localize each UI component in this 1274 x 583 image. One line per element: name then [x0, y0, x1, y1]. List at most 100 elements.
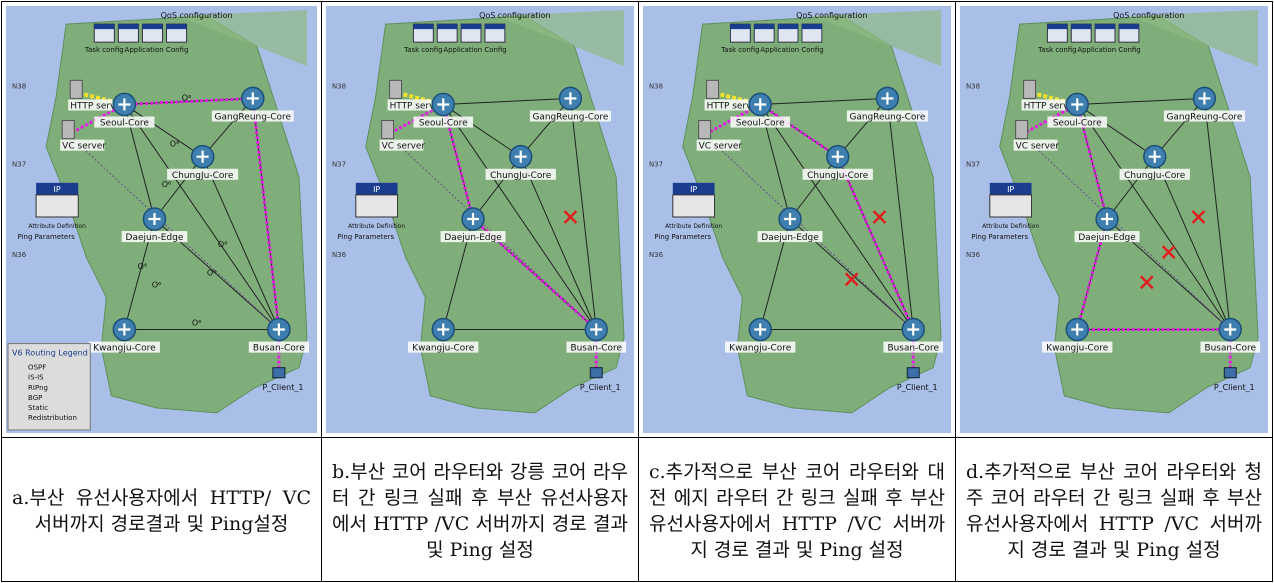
daejun-edge-router: Daejun-Edge	[121, 207, 188, 243]
link-10	[759, 104, 914, 330]
gangreung-core-router-label: GangReung-Core	[532, 112, 608, 122]
gangreung-core-router: GangReung-Core	[529, 86, 611, 123]
ip-header	[36, 182, 79, 195]
http-server-label: HTTP server	[1024, 101, 1078, 111]
app-config-label: Application Config	[443, 46, 506, 54]
legend-item-4: Static	[28, 403, 48, 412]
lat-n36: N36	[332, 251, 346, 259]
kwangju-core-router-label: Kwangju-Core	[1046, 344, 1108, 354]
link-4	[886, 98, 914, 330]
caption-d: d.추가적으로 부산 코어 라우터와 청주 코어 라우터 간 링크 실패 후 부…	[966, 460, 1262, 561]
ospf-marker-4: O⁶	[207, 268, 217, 277]
vc-server-label: VC server	[62, 142, 106, 152]
vc-server: VC server	[696, 120, 743, 152]
chungju-core-router: ChungJu-Core	[167, 144, 239, 181]
gangreung-core-router: GangReung-Core	[211, 86, 294, 123]
ospf-marker-7: O⁶	[152, 280, 162, 289]
legend-item-0: OSPF	[28, 363, 46, 372]
north-land	[176, 10, 307, 67]
attribute-icon	[35, 194, 79, 218]
ip-header	[989, 182, 1032, 195]
seoul-core-router-label: Seoul-Core	[736, 119, 785, 129]
attribute-label: Attribute Definition	[665, 223, 722, 230]
http-server: HTTP server	[704, 79, 761, 111]
http-server: HTTP server	[68, 79, 125, 111]
ospf-marker-3: O⁶	[218, 240, 228, 249]
link-failure-mark-0	[1191, 210, 1206, 224]
p-client: P_Client_1	[1214, 367, 1255, 392]
busan-core-router: Busan-Core	[1200, 317, 1261, 354]
link-6	[520, 156, 597, 330]
daejun-edge-router: Daejun-Edge	[757, 207, 823, 243]
caption-a: a.부산 유선사용자에서 HTTP/ VC 서버까지 경로결과 및 Ping설정	[12, 486, 311, 535]
attribute-icon	[672, 194, 716, 218]
daejun-edge-router-label: Daejun-Edge	[761, 233, 819, 243]
http-server-label: HTTP server	[707, 101, 761, 111]
gangreung-core-router-label: GangReung-Core	[1166, 112, 1242, 122]
task-config-label: Task config	[403, 46, 442, 54]
client-label: P_Client_1	[262, 383, 303, 392]
vc-server-label: VC server	[699, 142, 743, 152]
lat-n36: N36	[966, 251, 980, 259]
caption-c: c.추가적으로 부산 코어 라우터와 대전 에지 라우터 간 링크 실패 후 부…	[649, 460, 945, 561]
vc-server-icon	[61, 120, 75, 140]
http-server-label: HTTP server	[390, 101, 444, 111]
link-6	[202, 156, 280, 330]
north-land	[811, 10, 942, 67]
chungju-core-router: ChungJu-Core	[1119, 144, 1190, 181]
caption-d-cell-2: d.추가적으로 부산 코어 라우터와 청주 코어 라우터 간 링크 실패 후 부…	[955, 437, 1273, 582]
link-5	[154, 156, 204, 220]
gangreung-core-router: GangReung-Core	[1163, 86, 1245, 123]
link-1	[442, 104, 522, 158]
ip-header	[672, 182, 715, 195]
lat-n36: N36	[12, 250, 27, 259]
north-land	[494, 10, 625, 67]
ip-label: IP	[1007, 185, 1014, 194]
lat-n38: N38	[649, 82, 663, 90]
link-10	[442, 104, 597, 330]
attribute-icon	[355, 194, 399, 218]
p-client: P_Client_1	[897, 367, 938, 392]
ping-parameters-label: Ping Parameters	[337, 233, 394, 241]
ping-parameters-label: Ping Parameters	[971, 233, 1028, 241]
link-1	[124, 104, 203, 158]
link-5	[789, 156, 839, 220]
legend-title: V6 Routing Legend	[12, 349, 88, 358]
gangreung-core-router: GangReung-Core	[846, 86, 928, 123]
legend-item-1: IS-IS	[28, 373, 44, 382]
http-server-icon	[1023, 79, 1037, 99]
legend-box	[7, 343, 91, 431]
kwangju-core-router: Kwangju-Core	[1042, 317, 1113, 354]
lat-n38: N38	[12, 81, 26, 90]
http-server-icon	[69, 79, 83, 99]
seoul-core-router-label: Seoul-Core	[1053, 119, 1102, 129]
http-server-label: HTTP server	[70, 101, 125, 111]
gangreung-core-router-label: GangReung-Core	[215, 113, 292, 123]
link-3	[520, 98, 571, 158]
app-config-label: Application Config	[125, 45, 189, 54]
client-pc-icon	[1223, 367, 1237, 379]
legend-item-2: RIPng	[28, 383, 48, 392]
seoul-core-router: Seoul-Core	[730, 92, 791, 129]
lat-n38: N38	[332, 82, 346, 90]
link-1	[1076, 104, 1156, 158]
caption-b-cell: b.부산 코어 라우터와 강릉 코어 라우터 간 링크 실패 후 부산 유선사용…	[321, 437, 639, 582]
seoul-core-router: Seoul-Core	[94, 92, 155, 129]
ospf-marker-0: O⁶	[182, 93, 192, 102]
client-label: P_Client_1	[580, 383, 621, 392]
seoul-core-router-label: Seoul-Core	[100, 119, 150, 129]
busan-core-router-label: Busan-Core	[887, 344, 939, 354]
seoul-core-router: Seoul-Core	[1047, 92, 1108, 129]
http-server-icon	[389, 79, 403, 99]
attribute-icon	[989, 194, 1033, 218]
client-label: P_Client_1	[897, 383, 938, 392]
